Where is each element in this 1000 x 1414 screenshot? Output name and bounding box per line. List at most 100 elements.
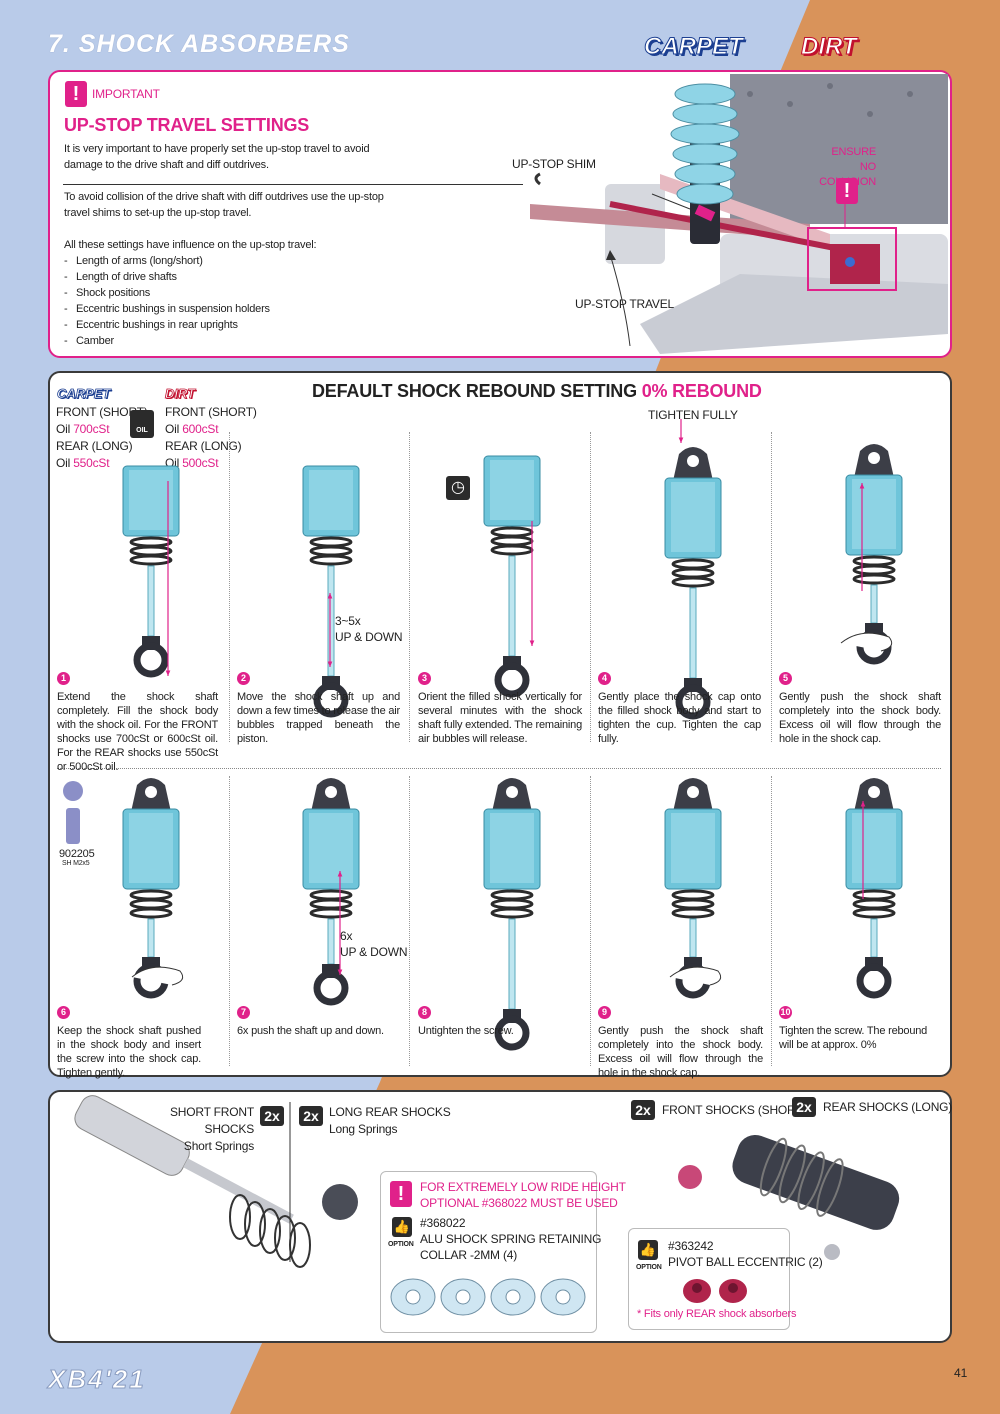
step-description: Tighten the screw. The rebound will be a… — [779, 1025, 928, 1051]
upstop-shim-label: UP-STOP SHIM — [512, 157, 596, 171]
dirt-label: DIRT — [165, 386, 196, 402]
step-number: 3 — [418, 672, 431, 685]
spring-assembly-illustration — [74, 1095, 900, 1268]
front-shocks-short-label: FRONT SHOCKS (SHORT) — [662, 1103, 807, 1117]
suspension-illustration — [530, 74, 948, 354]
rear-only-note: * Fits only REAR shock absorbers — [637, 1308, 797, 1320]
column-divider — [771, 432, 772, 742]
option-label: OPTION — [636, 1264, 662, 1271]
row-divider — [57, 768, 941, 769]
step-number: 10 — [779, 1006, 792, 1019]
qty-badge: 2x — [260, 1106, 284, 1126]
option-thumb-icon: 👍 — [392, 1217, 412, 1237]
carpet-badge: CARPET — [644, 33, 744, 61]
shock-absorber — [845, 444, 903, 665]
step-number: 4 — [598, 672, 611, 685]
shock-absorber — [483, 778, 541, 1051]
list-item: - Length of arms (long/short) — [64, 255, 203, 267]
qty-badge: 2x — [631, 1100, 655, 1120]
upstop-heading: UP-STOP TRAVEL SETTINGS — [64, 115, 310, 135]
step-number: 7 — [237, 1006, 250, 1019]
leader-line — [63, 184, 523, 185]
column-divider — [590, 432, 591, 742]
rebound-title: DEFAULT SHOCK REBOUND SETTING 0% REBOUND — [312, 381, 762, 401]
finger-illustration — [840, 632, 893, 652]
step-description: Keep the shock shaft pushed in the shock… — [57, 1025, 201, 1079]
finger-illustration — [669, 966, 722, 986]
upstop-travel-label: UP-STOP TRAVEL — [575, 297, 675, 311]
list-item: - Eccentric bushings in suspension holde… — [64, 303, 270, 315]
list-item: - Shock positions — [64, 287, 151, 299]
list-item: - Camber — [64, 335, 114, 347]
important-label: IMPORTANT — [92, 87, 160, 101]
page-number: 41 — [954, 1366, 968, 1380]
screw-head-icon — [63, 781, 83, 801]
column-divider — [229, 776, 230, 1066]
shock-absorber — [664, 447, 722, 720]
step-number: 5 — [779, 672, 792, 685]
option-thumb-icon: 👍 — [638, 1240, 658, 1260]
carpet-oil-spec: FRONT (SHORT) Oil 700cSt REAR (LONG) Oil… — [56, 405, 148, 470]
shock-illustrations — [122, 419, 903, 1051]
tighten-fully-label: TIGHTEN FULLY — [648, 408, 738, 422]
finger-illustration — [131, 966, 184, 986]
arrowhead — [337, 969, 343, 975]
arrowhead — [327, 661, 333, 667]
important-para1: It is very important to have properly se… — [64, 143, 370, 171]
arrowhead — [529, 640, 535, 646]
option-label: OPTION — [388, 1241, 414, 1248]
model-name: XB4'21 — [48, 1364, 146, 1395]
column-divider — [229, 432, 230, 742]
arrowhead — [859, 483, 865, 489]
arrowhead — [337, 871, 343, 877]
shock-absorber — [302, 778, 360, 1006]
section-title: 7. SHOCK ABSORBERS — [48, 30, 350, 58]
step-number: 1 — [57, 672, 70, 685]
rear-shocks-long-label: REAR SHOCKS (LONG) — [823, 1100, 953, 1114]
shock-absorber — [302, 465, 360, 718]
exclamation-icon: ! — [65, 81, 87, 107]
shock-absorber — [483, 455, 541, 698]
pivot-ball-illustration — [683, 1279, 747, 1303]
collision-warning-icon: ! — [836, 178, 858, 204]
qty-badge: 2x — [792, 1097, 816, 1117]
part-desc: SH M2x5 — [62, 860, 90, 867]
shock-absorber — [122, 465, 180, 678]
step-description: Move the shock shaft up and down a few t… — [237, 691, 400, 745]
warning-icon: ! — [390, 1181, 412, 1207]
carpet-label: CARPET — [57, 386, 111, 402]
step-description: 6x push the shaft up and down. — [237, 1025, 384, 1037]
important-para3: All these settings have influence on the… — [64, 237, 484, 349]
part-number: 902205 — [59, 848, 95, 860]
oil-bottle-icon: OIL — [130, 410, 154, 438]
column-divider — [409, 432, 410, 742]
step-number: 2 — [237, 672, 250, 685]
dirt-badge: DIRT — [801, 33, 858, 61]
shock-absorber — [664, 778, 722, 999]
column-divider — [590, 776, 591, 1066]
step-description: Gently place the shock cap onto the fill… — [598, 691, 761, 745]
arrowhead — [327, 593, 333, 599]
shock-absorber — [845, 778, 903, 999]
arrowhead — [678, 437, 684, 443]
step-number: 9 — [598, 1006, 611, 1019]
step-description: Orient the filled shock vertically for s… — [418, 691, 583, 745]
column-divider — [771, 776, 772, 1066]
important-para2: To avoid collision of the drive shaft wi… — [64, 191, 384, 219]
list-item: - Eccentric bushings in rear uprights — [64, 319, 238, 331]
shock-absorber — [122, 778, 180, 999]
column-divider — [409, 776, 410, 1066]
dirt-oil-spec: FRONT (SHORT) Oil 600cSt REAR (LONG) Oil… — [165, 405, 257, 470]
arrowhead — [165, 670, 171, 676]
step-description: Gently push the shock shaft completely i… — [598, 1025, 763, 1079]
clock-icon: ◷ — [446, 476, 470, 500]
arrowhead — [860, 801, 866, 807]
step-number: 8 — [418, 1006, 431, 1019]
